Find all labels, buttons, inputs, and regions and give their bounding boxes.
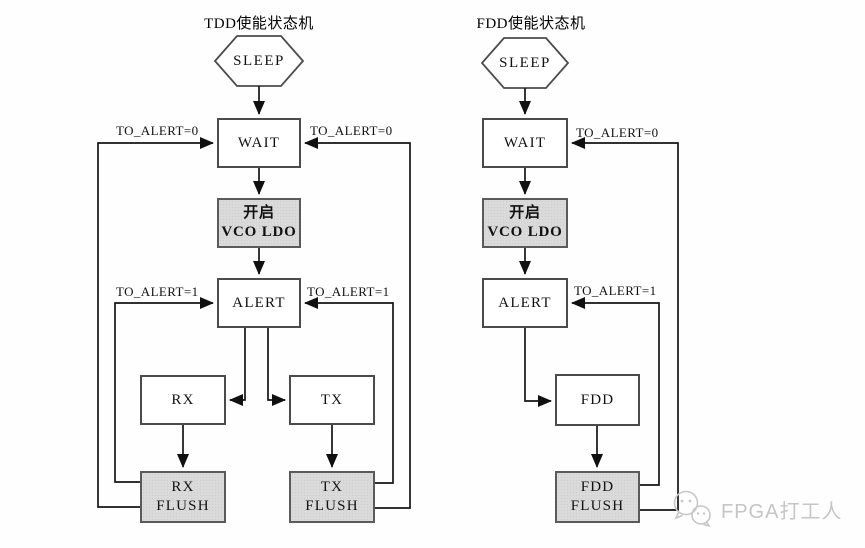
fdd-sleep-hexagon (480, 37, 570, 89)
tdd-tx-flush-line1: TX (320, 479, 344, 496)
fdd-state-vco-ldo: 开启 VCO LDO (482, 198, 568, 248)
fdd-diagram-title: FDD使能状态机 (476, 16, 586, 32)
fdd-state-sleep-label: SLEEP (499, 54, 551, 71)
tdd-tx-flush-line2: FLUSH (305, 498, 359, 514)
fdd-transition-to-alert1: TO_ALERT=1 (574, 283, 657, 298)
tdd-vco-line2: VCO LDO (221, 224, 297, 240)
fdd-state-fdd: FDD (555, 374, 640, 426)
tdd-state-tx-label: TX (320, 391, 344, 408)
tdd-diagram-title: TDD使能状态机 (204, 16, 314, 32)
tdd-edge-rxflush-alert (114, 297, 214, 483)
tdd-state-wait-label: WAIT (237, 134, 281, 151)
tdd-state-tx-flush: TX FLUSH (289, 471, 375, 523)
tdd-state-alert: ALERT (217, 278, 301, 328)
tdd-edge-txflush-alert (304, 297, 394, 484)
fdd-flush-line2: FLUSH (570, 498, 625, 514)
tdd-edge-rxflush-wait (97, 137, 214, 508)
fdd-state-wait: WAIT (482, 118, 568, 168)
fdd-edge-flush-wait (571, 137, 679, 511)
tdd-state-sleep-label: SLEEP (233, 52, 285, 69)
watermark-text: FPGA打工人 (721, 500, 843, 523)
watermark: FPGA打工人 (670, 489, 842, 529)
tdd-edge-alert-rx (229, 328, 246, 406)
fdd-flush-line1: FDD (580, 479, 615, 496)
fdd-edge-flush-alert (571, 297, 660, 486)
tdd-state-rx: RX (140, 375, 226, 425)
tdd-transition-to-alert0-left: TO_ALERT=0 (116, 123, 199, 138)
fdd-state-alert-label: ALERT (498, 294, 552, 311)
tdd-transition-to-alert1-left: TO_ALERT=1 (116, 284, 199, 299)
tdd-transition-to-alert1-right: TO_ALERT=1 (307, 284, 390, 299)
tdd-state-wait: WAIT (217, 118, 301, 168)
tdd-rx-flush-line2: FLUSH (156, 498, 210, 514)
fdd-state-alert: ALERT (482, 278, 568, 328)
tdd-state-tx: TX (289, 375, 375, 425)
tdd-state-rx-label: RX (171, 391, 195, 408)
tdd-state-vco-ldo: 开启 VCO LDO (217, 198, 301, 248)
wechat-icon (673, 490, 711, 528)
tdd-transition-to-alert0-right: TO_ALERT=0 (310, 123, 393, 138)
fdd-state-wait-label: WAIT (503, 134, 547, 151)
tdd-vco-line1: 开启 (243, 205, 275, 222)
tdd-edge-alert-tx (267, 328, 286, 406)
fdd-vco-line2: VCO LDO (487, 224, 563, 240)
tdd-rx-flush-line1: RX (171, 479, 195, 496)
fdd-state-fdd-flush: FDD FLUSH (555, 471, 640, 523)
tdd-sleep-hexagon (213, 35, 305, 87)
tdd-state-alert-label: ALERT (232, 294, 286, 311)
fdd-transition-to-alert0: TO_ALERT=0 (576, 125, 659, 140)
fdd-vco-line1: 开启 (509, 205, 541, 222)
tdd-edge-txflush-wait (304, 137, 411, 509)
fdd-state-fdd-label: FDD (580, 391, 615, 408)
fdd-edge-alert-fdd (524, 328, 552, 407)
tdd-state-rx-flush: RX FLUSH (140, 471, 226, 523)
